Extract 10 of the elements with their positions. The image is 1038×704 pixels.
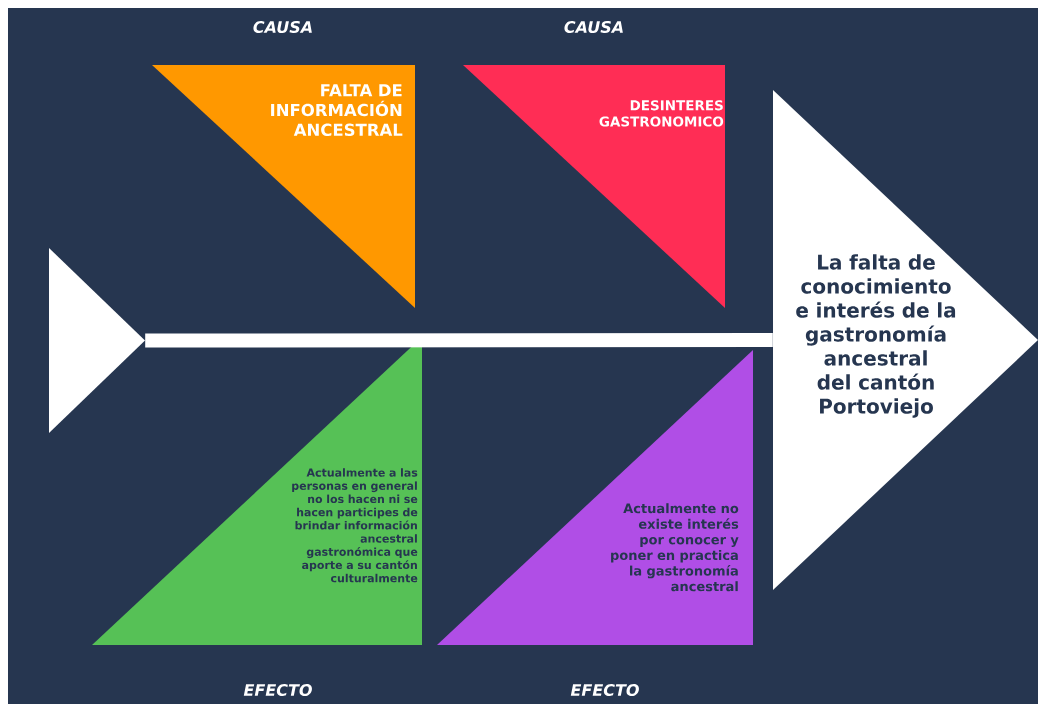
spine-line — [145, 333, 773, 348]
effect-triangle: Actualmente no existe interés por conocer y poner en practica la gastronomía ancestral — [437, 350, 753, 645]
cause-triangle: FALTA DE INFORMACIÓN ANCESTRAL — [152, 65, 415, 308]
heading-label: EFECTO — [570, 683, 639, 697]
effect-triangle: Actualmente a las personas en general no los hacen ni se hacen participes de brindar información ancestral gastronómica que aporte a su cantón culturalmente — [92, 337, 422, 645]
heading-label: CAUSA — [564, 20, 623, 34]
heading-label: CAUSA — [253, 20, 312, 34]
triangle-shape — [49, 248, 145, 433]
cause-triangle: DESINTERES GASTRONOMICO — [463, 65, 725, 308]
heading-label: EFECTO — [243, 683, 312, 697]
